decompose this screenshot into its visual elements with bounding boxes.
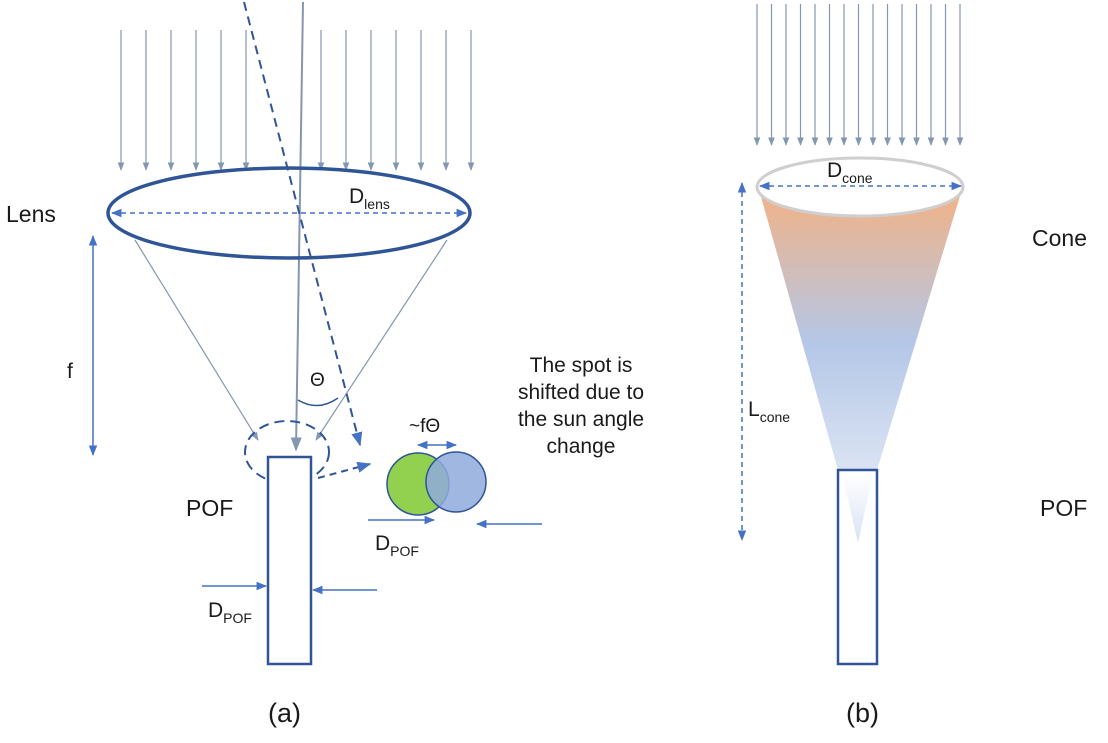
panel-a (88, 1, 542, 666)
cone-label: Cone (1032, 225, 1087, 251)
cone-diameter-sub: cone (842, 170, 873, 186)
spot-diameter-main: D (375, 532, 391, 555)
fiber-light-wedge (842, 474, 873, 543)
caption-b: (b) (846, 698, 879, 728)
note-line: The spot is (529, 354, 633, 377)
panel-b (737, 4, 965, 666)
cone-length-sub: cone (759, 409, 791, 425)
blue-spot (425, 451, 487, 513)
tilted-ray (243, 1, 363, 447)
theta-arc (297, 397, 339, 407)
sun-rays-right (753, 4, 964, 146)
fiber-diameter-sub: POF (223, 610, 252, 626)
cone-diameter-main: D (827, 159, 843, 182)
note-line: change (546, 435, 616, 458)
focused-ray-left (134, 239, 259, 441)
cone-length-main: L (748, 398, 760, 421)
fiber-diameter-label: DPOF (208, 599, 252, 625)
lens-diameter-main: D (349, 185, 365, 208)
pof-fiber-a (266, 455, 313, 666)
focal-length-label: f (67, 360, 73, 383)
cone-diameter-label: Dcone (827, 159, 873, 185)
cone-body (758, 186, 963, 470)
lens-diameter-label: Dlens (349, 185, 390, 211)
spot-diameter-sub: POF (390, 543, 419, 559)
tilted-spot-ray (317, 461, 372, 479)
fiber-diameter-main: D (208, 599, 224, 622)
note-line: shifted due to (517, 381, 645, 404)
lens-diameter-sub: lens (364, 196, 390, 212)
theta-label: Θ (310, 370, 325, 391)
shift-note: The spot is shifted due to the sun angle… (496, 352, 666, 460)
lens-label: Lens (6, 201, 56, 227)
pof-label-b: POF (1040, 495, 1088, 521)
lens-shape (106, 166, 472, 260)
sun-rays-left (117, 30, 475, 171)
spot-diameter-label: DPOF (375, 532, 419, 558)
shift-label: ~fΘ (409, 416, 441, 437)
focused-ray-right (315, 239, 448, 441)
note-line: the sun angle (517, 408, 645, 431)
pof-label-a: POF (186, 495, 234, 521)
cone-length-label: Lcone (748, 398, 790, 424)
caption-a: (a) (268, 698, 301, 728)
center-ray (290, 1, 304, 452)
